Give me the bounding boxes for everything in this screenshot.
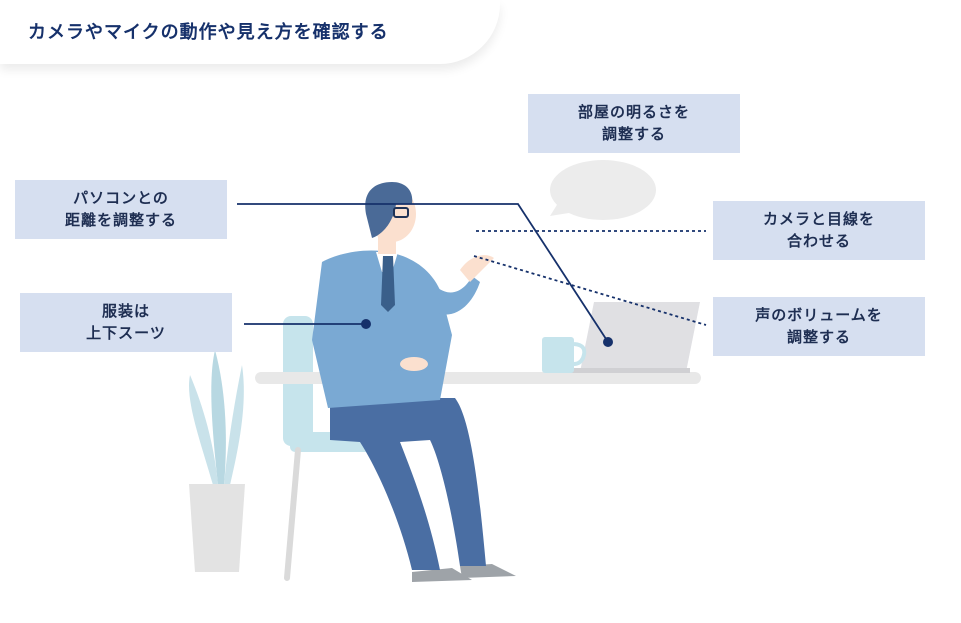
- speech-bubble-icon: [550, 160, 656, 220]
- volume-connector: [473, 255, 707, 326]
- clothes-dot-icon: [361, 319, 371, 329]
- label-clothes-line1: 服装は: [101, 301, 150, 320]
- label-clothes: 服装は 上下スーツ: [20, 293, 232, 352]
- person-icon: [312, 182, 516, 582]
- distance-dot-icon: [603, 337, 613, 347]
- distance-connector: [237, 203, 609, 343]
- label-clothes-line2: 上下スーツ: [86, 323, 166, 342]
- laptop-icon: [570, 302, 700, 373]
- label-volume-line2: 調整する: [786, 327, 851, 346]
- connector-lines: [237, 203, 707, 347]
- plant-icon: [189, 350, 245, 572]
- page-title: カメラやマイクの動作や見え方を確認する: [28, 22, 389, 43]
- title-tab: カメラやマイクの動作や見え方を確認する: [0, 0, 500, 64]
- label-lighting-line2: 調整する: [601, 124, 666, 143]
- label-lighting-line1: 部屋の明るさを: [577, 102, 690, 121]
- label-camera-line2: 合わせる: [786, 231, 851, 250]
- mug-icon: [542, 337, 587, 373]
- label-volume: 声のボリュームを 調整する: [713, 297, 925, 356]
- label-distance: パソコンとの 距離を調整する: [15, 180, 227, 239]
- label-distance-line1: パソコンとの: [73, 188, 169, 207]
- label-camera: カメラと目線を 合わせる: [713, 201, 925, 260]
- label-distance-line2: 距離を調整する: [64, 210, 177, 229]
- label-camera-line1: カメラと目線を: [762, 209, 875, 228]
- label-volume-line1: 声のボリュームを: [755, 305, 883, 324]
- label-lighting: 部屋の明るさを 調整する: [528, 94, 740, 153]
